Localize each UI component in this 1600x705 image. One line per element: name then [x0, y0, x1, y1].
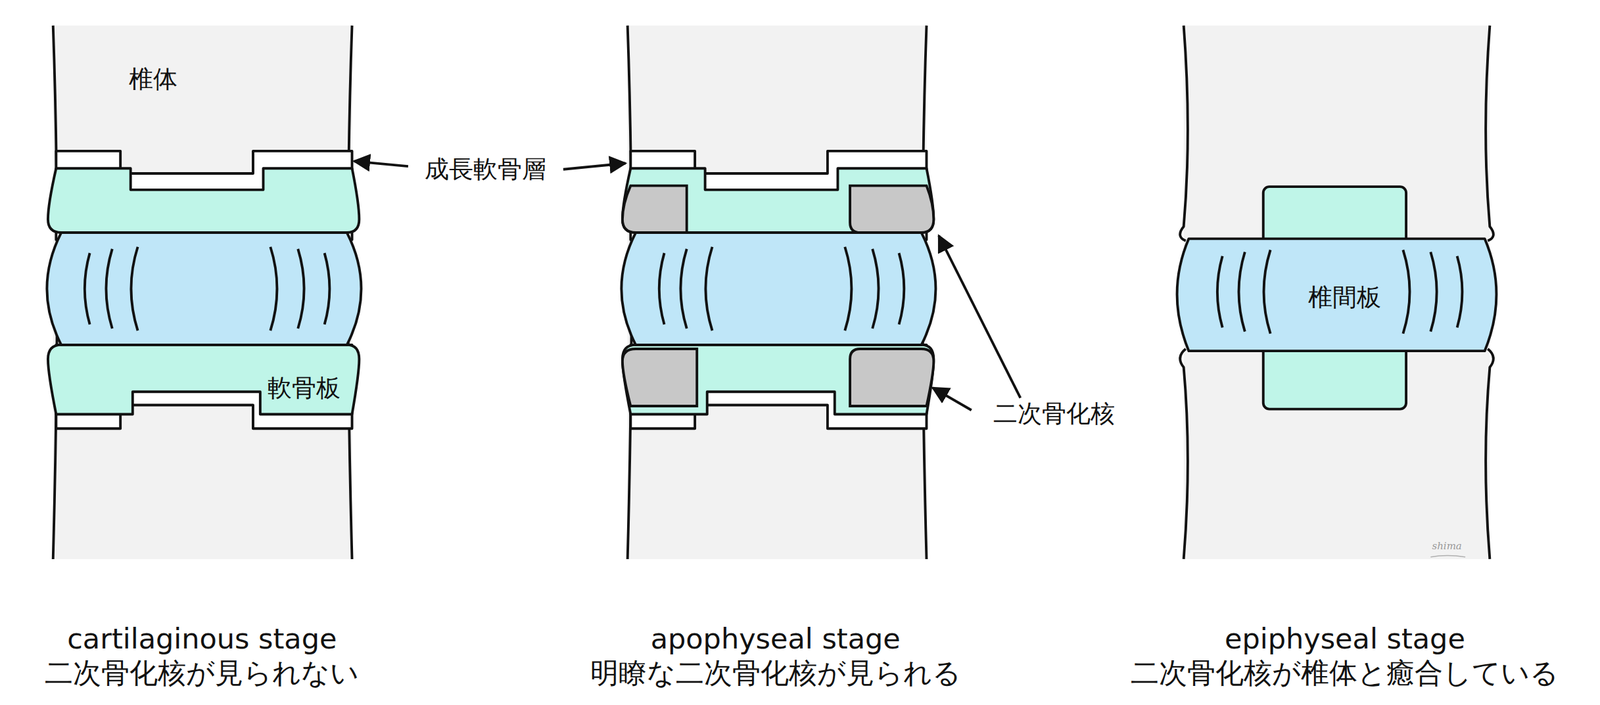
stage-name: apophyseal stage — [650, 623, 901, 657]
stage-note: 二次骨化核が椎体と癒合している — [1130, 657, 1559, 690]
part-label: 成長軟骨層 — [424, 155, 547, 184]
signature: shima — [1431, 541, 1462, 553]
part-label: 椎間板 — [1308, 283, 1382, 313]
stage-note: 明瞭な二次骨化核が見られる — [590, 657, 962, 690]
part-label: 軟骨板 — [267, 374, 341, 403]
stage-name: epiphyseal stage — [1224, 623, 1466, 657]
part-label: 椎体 — [128, 65, 178, 95]
stage-name: cartilaginous stage — [67, 623, 337, 657]
part-label: 二次骨化核 — [993, 400, 1115, 429]
stage-note: 二次骨化核が見られない — [44, 657, 359, 690]
